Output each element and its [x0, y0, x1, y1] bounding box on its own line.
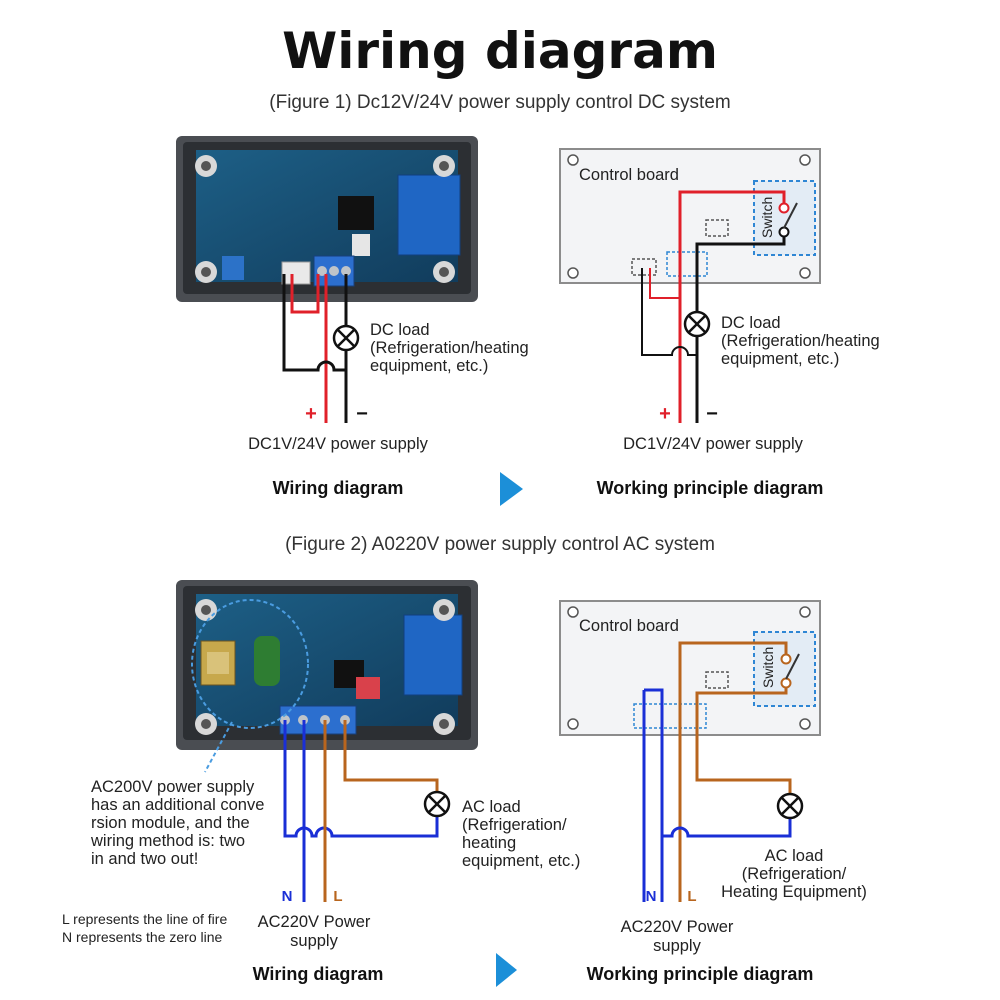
figure2-left-load-line3: heating [462, 834, 516, 852]
relay-block [397, 174, 461, 256]
figure2-device [176, 580, 478, 773]
figure2-note-line3: rsion module, and the [91, 814, 250, 832]
figure1-left-load-line3: equipment, etc.) [370, 357, 488, 375]
figure2-note-line4: wiring method is: two [90, 832, 245, 850]
figure2-left-load-line1: AC load [462, 798, 521, 816]
figure2-right-load-lamp-icon [776, 792, 804, 820]
figure1-left-minus: − [356, 403, 368, 425]
figure2-right-caption: Working principle diagram [587, 964, 814, 984]
figure1-left-supply: DC1V/24V power supply [248, 435, 429, 453]
figure2-switch-label: Switch [760, 647, 776, 688]
figure1-right-supply: DC1V/24V power supply [623, 435, 804, 453]
figure1-right-minus: − [706, 403, 718, 425]
figure2-left-caption: Wiring diagram [253, 964, 384, 984]
figure1-heading: (Figure 1) Dc12V/24V power supply contro… [269, 92, 730, 113]
figure2-legend-line2: N represents the zero line [62, 929, 223, 945]
figure2-left-load-line2: (Refrigeration/ [462, 816, 567, 834]
figure2-left-n: N [282, 888, 293, 905]
figure1-left-wires [282, 274, 348, 423]
figure2-arrow-icon [496, 953, 517, 987]
figure2-board-label: Control board [579, 617, 679, 635]
figure2-heading: (Figure 2) A0220V power supply control A… [285, 534, 715, 555]
figure1-left-load-line2: (Refrigeration/heating [370, 339, 529, 357]
figure2-note-line2: has an additional conve [91, 796, 264, 814]
figure2-left-wires [283, 720, 439, 902]
figure2-right-supply-line2: supply [653, 937, 701, 955]
figure1-right-load-line1: DC load [721, 314, 781, 332]
figure1-right-load-lamp-icon [683, 310, 711, 338]
figure2-right-load-line1: AC load [765, 847, 824, 865]
figure2-right-supply-line1: AC220V Power [621, 918, 734, 936]
figure2-legend-line1: L represents the line of fire [62, 911, 227, 927]
figure2-right-load-line2: (Refrigeration/ [742, 865, 847, 883]
figure2-right-load-line3: Heating Equipment) [721, 883, 867, 901]
figure2-right-wires [642, 641, 792, 902]
figure1-arrow-icon [500, 472, 523, 506]
figure1-left-caption: Wiring diagram [273, 478, 404, 498]
figure1-right-wires [641, 190, 786, 423]
figure1-control-board [559, 148, 821, 284]
relay-block [403, 614, 463, 696]
figure2-right-n: N [646, 888, 657, 905]
connector-red [356, 677, 380, 699]
figure1-switch-label: Switch [759, 197, 775, 238]
figure1-board-label: Control board [579, 166, 679, 184]
figure2-note-line5: in and two out! [91, 850, 198, 868]
figure1-right-plus: + [659, 403, 671, 425]
figure2-left-supply-line2: supply [290, 932, 338, 950]
figure1-left-load-line1: DC load [370, 321, 430, 339]
figure2-left-load-lamp-icon [423, 790, 451, 818]
figure1-right-caption: Working principle diagram [597, 478, 824, 498]
page-title: Wiring diagram [282, 22, 718, 80]
figure1-right-load-line3: equipment, etc.) [721, 350, 839, 368]
figure1-left-load-lamp-icon [332, 324, 360, 352]
figure2-note-line1: AC200V power supply [91, 778, 255, 796]
figure2-left-load-line4: equipment, etc.) [462, 852, 580, 870]
figure2-left-l: L [333, 888, 342, 905]
figure2-right-l: L [687, 888, 696, 905]
figure2-left-supply-line1: AC220V Power [258, 913, 371, 931]
figure1-left-plus: + [305, 403, 317, 425]
figure1-right-load-line2: (Refrigeration/heating [721, 332, 880, 350]
